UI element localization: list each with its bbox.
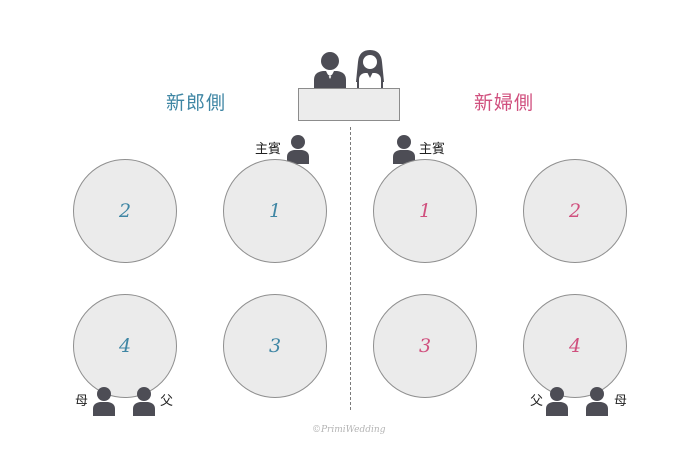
- groom-icon: [314, 52, 346, 90]
- bride-table-3: 3: [373, 294, 477, 398]
- credit-watermark: ©PrimiWedding: [312, 425, 386, 435]
- bride-table-2: 2: [523, 159, 627, 263]
- bride-table-4: 4: [523, 294, 627, 398]
- table-number: 4: [568, 335, 582, 357]
- bride-icon: [356, 50, 384, 90]
- table-number: 2: [118, 200, 132, 222]
- table-number: 2: [568, 200, 582, 222]
- person-icon: [287, 135, 309, 164]
- table-number: 1: [268, 200, 282, 222]
- groom-table-3: 3: [223, 294, 327, 398]
- groom-mother-label: 母: [75, 394, 89, 409]
- table-number: 4: [118, 335, 132, 357]
- person-icon: [586, 387, 608, 416]
- center-divider: [350, 127, 351, 410]
- groom-table-2: 2: [73, 159, 177, 263]
- groom-side-label: 新郎側: [166, 92, 227, 114]
- head-table: [298, 88, 400, 121]
- bride-main-guest-label: 主賓: [419, 142, 446, 157]
- table-number: 3: [268, 335, 282, 357]
- groom-main-guest-label: 主賓: [255, 142, 282, 157]
- groom-table-1: 1: [223, 159, 327, 263]
- bride-father-label: 父: [530, 394, 544, 409]
- person-icon: [133, 387, 155, 416]
- groom-father-label: 父: [160, 394, 174, 409]
- table-number: 1: [418, 200, 432, 222]
- table-number: 3: [418, 335, 432, 357]
- groom-table-4: 4: [73, 294, 177, 398]
- bride-mother-label: 母: [614, 394, 628, 409]
- bride-table-1: 1: [373, 159, 477, 263]
- person-icon: [546, 387, 568, 416]
- bride-side-label: 新婦側: [474, 92, 535, 114]
- person-icon: [93, 387, 115, 416]
